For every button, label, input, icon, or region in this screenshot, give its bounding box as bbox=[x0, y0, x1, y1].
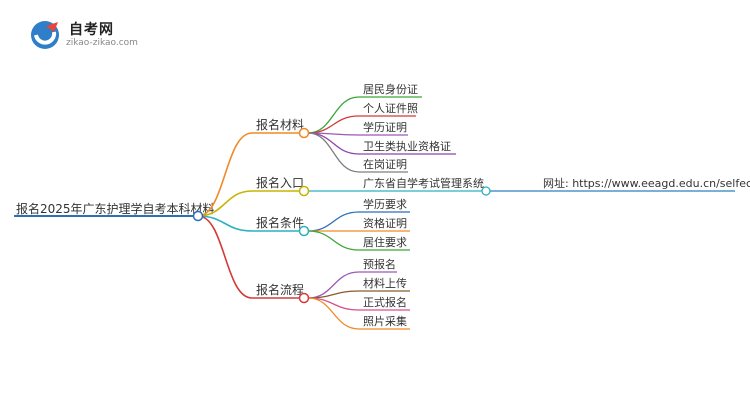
branch-node-circle[interactable] bbox=[298, 292, 310, 304]
branch-connector bbox=[197, 190, 253, 217]
branch-connector bbox=[197, 132, 253, 217]
child-label: 居民身份证 bbox=[363, 82, 418, 96]
branch-label: 报名材料 bbox=[256, 117, 304, 132]
logo-subtitle: zikao-zikao.com bbox=[66, 38, 138, 48]
child-connector bbox=[307, 96, 360, 134]
branch-label: 报名入口 bbox=[256, 175, 304, 190]
site-logo[interactable]: 自考网 zikao-zikao.com bbox=[28, 18, 148, 52]
branch-node-circle[interactable] bbox=[298, 225, 310, 237]
child-label: 在岗证明 bbox=[363, 158, 407, 171]
child-connector bbox=[307, 297, 360, 311]
child-label: 广东省自学考试管理系统 bbox=[363, 176, 484, 190]
branch-connector bbox=[197, 215, 253, 299]
child-label: 学历证明 bbox=[363, 120, 407, 134]
child-connector bbox=[307, 132, 360, 173]
child-label: 学历要求 bbox=[363, 197, 407, 211]
branch-node-circle[interactable] bbox=[298, 127, 310, 139]
child-connector bbox=[307, 115, 360, 134]
child-label: 居住要求 bbox=[363, 235, 407, 249]
child-connector bbox=[307, 230, 360, 251]
url-link: 网址: https://www.eeagd.edu.cn/selfec/ bbox=[543, 176, 750, 190]
child-label: 材料上传 bbox=[363, 276, 407, 290]
branch-node-circle[interactable] bbox=[298, 185, 310, 197]
child-connector bbox=[307, 211, 360, 232]
child-label: 卫生类执业资格证 bbox=[363, 139, 451, 153]
child-label: 预报名 bbox=[363, 257, 396, 271]
branch-label: 报名流程 bbox=[256, 282, 304, 297]
logo-title: 自考网 bbox=[69, 22, 114, 38]
child-label: 正式报名 bbox=[363, 295, 407, 309]
logo-icon bbox=[31, 21, 59, 49]
root-node-label: 报名2025年广东护理学自考本科材料 bbox=[16, 201, 215, 216]
branch-connector bbox=[197, 215, 253, 232]
child-label: 个人证件照 bbox=[363, 102, 418, 115]
child-node-circle[interactable] bbox=[481, 186, 491, 196]
child-label: 照片采集 bbox=[363, 314, 407, 328]
branch-label: 报名条件 bbox=[256, 215, 304, 230]
root-node-circle[interactable] bbox=[192, 210, 204, 222]
child-connector bbox=[307, 297, 360, 330]
child-label: 资格证明 bbox=[363, 216, 407, 230]
child-connector bbox=[307, 132, 360, 155]
